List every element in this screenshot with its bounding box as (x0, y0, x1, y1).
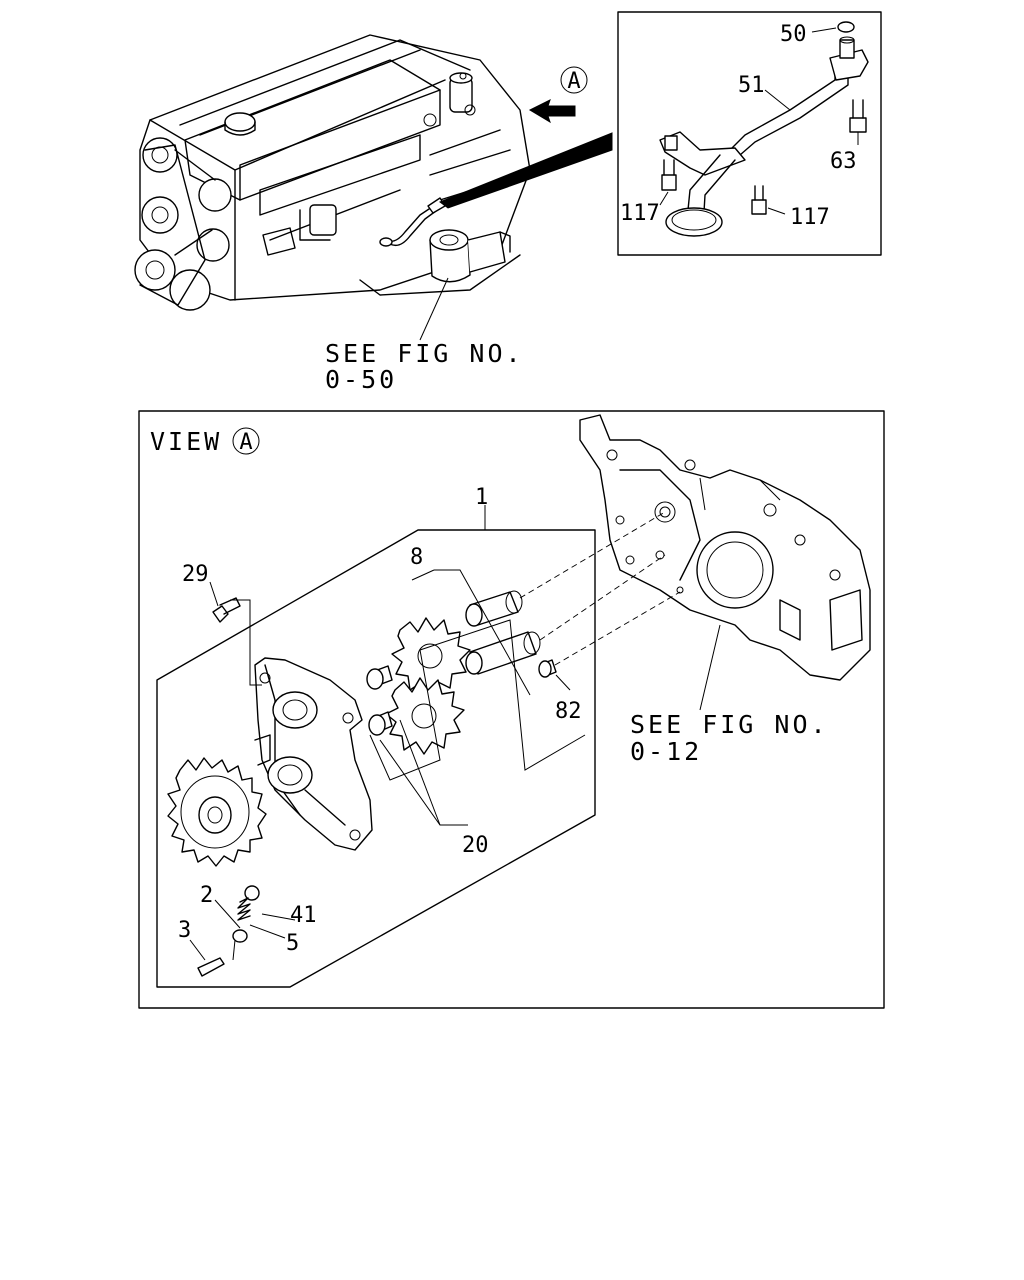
view-a-box (138, 410, 885, 1009)
view-title: VIEW (150, 427, 222, 456)
inset-box (617, 11, 882, 256)
alignment-lines (189, 511, 721, 961)
callout-63: 63 (830, 149, 857, 174)
callout-29: 29 (182, 562, 209, 587)
callout-50: 50 (780, 22, 807, 47)
timing-case-illustration (579, 414, 871, 681)
svg-text:A: A (239, 430, 252, 455)
callout-51: 51 (738, 73, 765, 98)
oil-pump-assembly-outline (156, 505, 596, 988)
callout-117-left: 117 (620, 201, 660, 226)
see-fig-0-50-line2: 0-50 (325, 365, 397, 394)
svg-text:A: A (567, 69, 580, 94)
top-view-marker: A (560, 66, 588, 94)
callout-20: 20 (462, 833, 489, 858)
view-marker: A (232, 427, 260, 455)
pump-body-illustration (254, 657, 373, 851)
callout-8: 8 (410, 545, 423, 570)
engine-illustration (134, 34, 613, 341)
small-parts-illustration (197, 597, 260, 977)
oil-strainer-illustration (659, 21, 869, 237)
callout-5: 5 (286, 931, 299, 956)
see-fig-0-12-line1: SEE FIG NO. (630, 710, 829, 739)
callout-3: 3 (178, 918, 191, 943)
pump-gears-illustration (385, 617, 471, 755)
callout-117-right: 117 (790, 205, 830, 230)
callout-82: 82 (555, 699, 582, 724)
see-fig-0-50-line1: SEE FIG NO. (325, 339, 524, 368)
see-fig-0-12-line2: 0-12 (630, 737, 702, 766)
callout-2: 2 (200, 883, 213, 908)
shafts-illustration (366, 590, 557, 736)
callout-1: 1 (475, 485, 488, 510)
callout-41: 41 (290, 903, 317, 928)
drive-gear-illustration (167, 757, 267, 867)
